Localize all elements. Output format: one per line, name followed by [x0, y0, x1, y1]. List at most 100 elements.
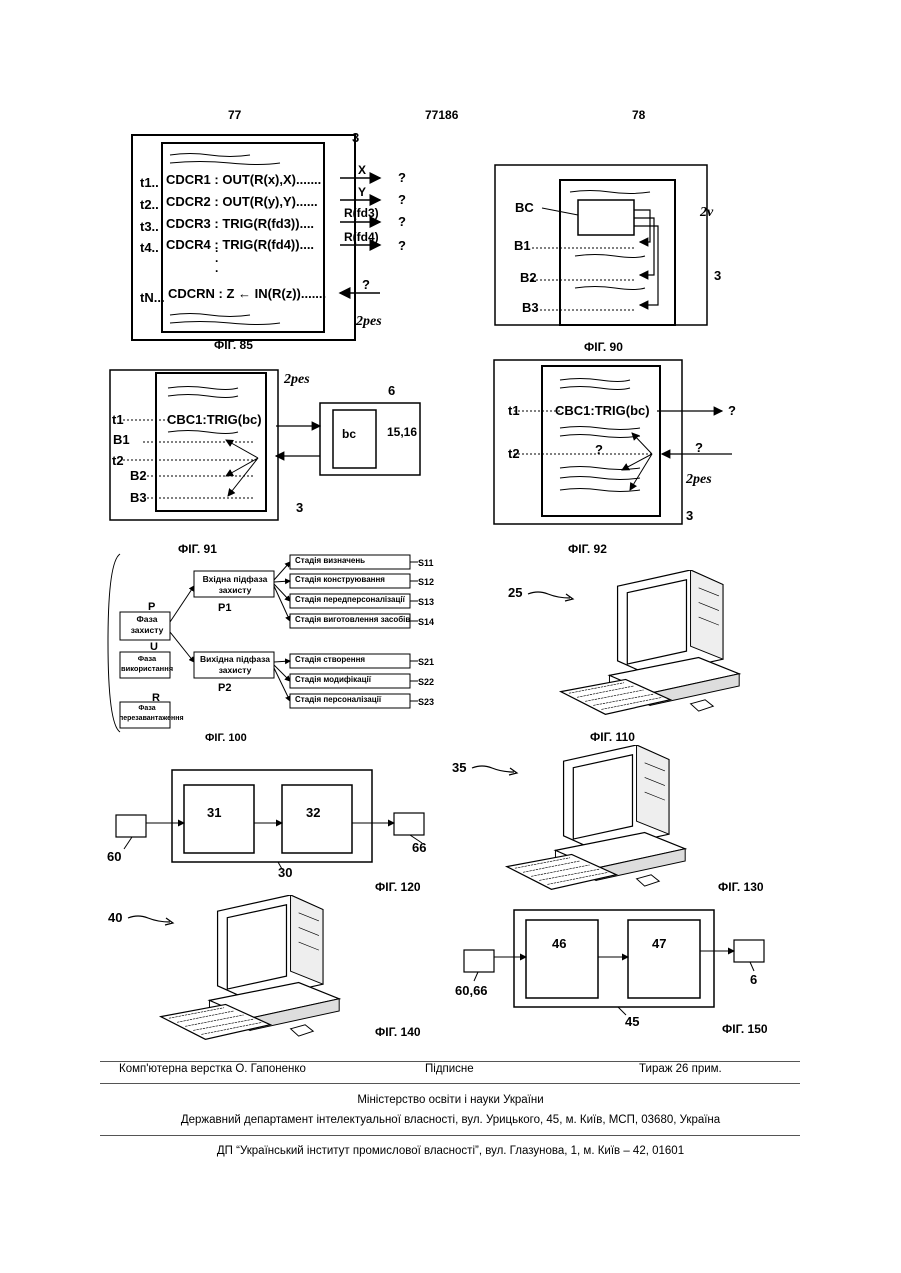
- fig91-label-1516: 15,16: [387, 425, 417, 439]
- svg-text:·: ·: [215, 264, 219, 278]
- fig85-label-2pes: 2pes: [356, 314, 382, 330]
- fig90-b1: B1: [514, 238, 531, 253]
- fig120-label-66: 66: [412, 840, 426, 855]
- footer-divider-bottom: [100, 1135, 800, 1136]
- fig91-cmd: CBC1:TRIG(bc): [167, 412, 262, 427]
- fig100-subphase-out: Вихідна підфаза захисту: [196, 654, 274, 676]
- fig110-caption: ФІГ. 110: [590, 730, 635, 744]
- fig92-t1: t1: [508, 403, 520, 418]
- fig100-phase-p-name: Фаза захисту: [123, 614, 171, 636]
- fig90-label-2v: 2v: [700, 205, 713, 221]
- figure-150: [458, 905, 778, 1023]
- fig100-code-23: S23: [418, 697, 434, 707]
- fig120-label-31: 31: [207, 805, 221, 820]
- fig85-q1: ?: [398, 170, 406, 185]
- fig85-t4: t4..: [140, 240, 159, 255]
- fig140-label: 40: [108, 910, 122, 925]
- fig100-stage-23: Стадія персоналізації: [295, 695, 381, 704]
- fig85-q3: ?: [398, 214, 406, 229]
- fig100-stage-21: Стадія створення: [295, 655, 365, 664]
- fig100-subphase-out-label: P2: [218, 682, 231, 694]
- fig91-b3: B3: [130, 490, 147, 505]
- fig92-q2: ?: [695, 440, 703, 455]
- fig100-code-22: S22: [418, 677, 434, 687]
- fig120-label-30: 30: [278, 865, 292, 880]
- fig100-phase-u-name: Фаза використання: [121, 654, 173, 674]
- fig110-pointer-arrow: [526, 588, 576, 604]
- fig91-b2: B2: [130, 468, 147, 483]
- fig150-label-45: 45: [625, 1014, 639, 1029]
- fig110-label: 25: [508, 585, 522, 600]
- fig85-cmd1: CDCR1 : OUT(R(x),X).......: [166, 172, 321, 187]
- figure-110: [550, 570, 750, 720]
- fig150-label-47: 47: [652, 936, 666, 951]
- fig100-caption: ФІГ. 100: [205, 732, 247, 744]
- figure-140: [150, 895, 350, 1045]
- figure-92: [492, 358, 742, 528]
- fig85-out2: Y: [358, 185, 366, 199]
- fig91-label-2pes: 2pes: [284, 372, 310, 388]
- fig92-cmd: CBC1:TRIG(bc): [555, 403, 650, 418]
- fig85-caption: ФІГ. 85: [214, 338, 253, 352]
- fig91-label-3: 3: [296, 500, 303, 515]
- fig100-subphase-in-label: P1: [218, 602, 231, 614]
- fig100-phase-r-name: Фаза перезавантаження: [119, 704, 175, 724]
- fig130-caption: ФІГ. 130: [718, 880, 764, 894]
- fig100-stage-14: Стадія виготовлення засобів: [295, 615, 410, 624]
- fig130-pointer-arrow: [470, 762, 520, 778]
- fig92-caption: ФІГ. 92: [568, 542, 607, 556]
- fig85-cmdN: CDCRN : Z ← IN(R(z)).......: [168, 286, 326, 301]
- fig92-q-inner: ?: [595, 442, 603, 457]
- fig150-label-6: 6: [750, 972, 757, 987]
- fig92-q1: ?: [728, 403, 736, 418]
- footer-divider-top: [100, 1061, 800, 1062]
- fig85-cmd2: CDCR2 : OUT(R(y),Y)......: [166, 194, 318, 209]
- footer-circulation: Тираж 26 прим.: [639, 1063, 722, 1075]
- fig85-out1: X: [358, 163, 366, 177]
- fig100-stage-22: Стадія модифікації: [295, 675, 371, 684]
- fig150-label-46: 46: [552, 936, 566, 951]
- fig85-out3: R(fd3): [344, 206, 379, 220]
- fig85-tN: tN...: [140, 290, 165, 305]
- fig85-cmd3: CDCR3 : TRIG(R(fd3))....: [166, 216, 314, 231]
- fig100-phase-u-letter: U: [150, 641, 158, 653]
- fig90-label-bc: BC: [515, 200, 534, 215]
- footer-institute: ДП “Український інститут промислової вла…: [0, 1145, 901, 1157]
- fig100-code-13: S13: [418, 597, 434, 607]
- fig90-label-3: 3: [714, 268, 721, 283]
- fig85-q2: ?: [398, 192, 406, 207]
- fig100-code-11: S11: [418, 558, 434, 568]
- fig100-phase-r-letter: R: [152, 692, 160, 704]
- fig91-b1: B1: [113, 432, 130, 447]
- fig92-label-3: 3: [686, 508, 693, 523]
- footer-department: Державний департамент інтелектуальної вл…: [0, 1114, 901, 1126]
- fig85-q4: ?: [398, 238, 406, 253]
- fig130-label: 35: [452, 760, 466, 775]
- fig85-label-3: 3: [352, 130, 359, 145]
- footer-typesetting: Комп'ютерна верстка О. Гапоненко: [119, 1063, 306, 1075]
- fig120-label-60: 60: [107, 849, 121, 864]
- figure-120: [110, 765, 430, 877]
- fig85-t2: t2..: [140, 197, 159, 212]
- page-number-left: 77: [228, 108, 241, 122]
- fig90-b2: B2: [520, 270, 537, 285]
- fig91-label-6: 6: [388, 383, 395, 398]
- fig120-label-32: 32: [306, 805, 320, 820]
- fig100-subphase-in: Вхідна підфаза захисту: [196, 574, 274, 596]
- fig100-stage-13: Стадія передперсоналізації: [295, 595, 405, 604]
- fig150-label-6066: 60,66: [455, 983, 488, 998]
- figure-130: [496, 745, 696, 895]
- fig85-t3: t3..: [140, 219, 159, 234]
- footer-signed: Підписне: [425, 1063, 474, 1075]
- fig100-code-21: S21: [418, 657, 434, 667]
- fig91-label-bc: bc: [342, 427, 356, 441]
- fig100-stage-12: Стадія конструювання: [295, 575, 385, 584]
- fig85-cmd4: CDCR4 : TRIG(R(fd4))....: [166, 237, 314, 252]
- figure-91: [108, 368, 428, 528]
- footer-divider-middle: [100, 1083, 800, 1084]
- fig91-t2: t2: [112, 453, 124, 468]
- footer-ministry: Міністерство освіти і науки України: [0, 1094, 901, 1106]
- fig100-phase-p-letter: P: [148, 601, 155, 613]
- fig120-caption: ФІГ. 120: [375, 880, 421, 894]
- fig140-pointer-arrow: [126, 912, 176, 928]
